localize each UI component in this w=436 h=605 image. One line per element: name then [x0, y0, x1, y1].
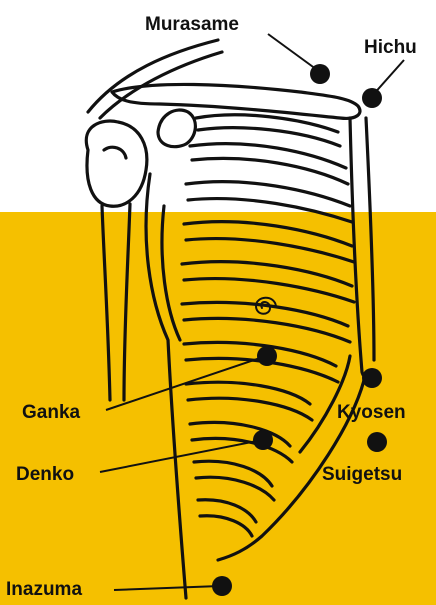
kyosen-point: [362, 368, 382, 388]
humerus-shaft: [102, 206, 110, 400]
rib-2: [190, 144, 346, 168]
inazuma-point: [212, 576, 232, 596]
label-ganka: Ganka: [22, 403, 80, 422]
rib-10: [194, 461, 272, 486]
label-inazuma: Inazuma: [6, 580, 82, 599]
label-hichu: Hichu: [364, 38, 417, 57]
denko-point: [253, 430, 273, 450]
coracoid-process: [158, 110, 195, 147]
label-murasame: Murasame: [145, 15, 239, 34]
denko-leader: [100, 440, 262, 472]
murasame-point: [310, 64, 330, 84]
inazuma-leader: [114, 586, 220, 590]
ganka-point: [257, 346, 277, 366]
suigetsu-point: [367, 432, 387, 452]
label-kyosen: Kyosen: [337, 403, 406, 422]
humerus-head: [86, 121, 147, 206]
rib-9: [190, 422, 290, 446]
label-denko: Denko: [16, 465, 74, 484]
murasame-leader: [268, 34, 320, 72]
scapula-outline: [88, 40, 218, 112]
label-suigetsu: Suigetsu: [322, 465, 402, 484]
hichu-point: [362, 88, 382, 108]
